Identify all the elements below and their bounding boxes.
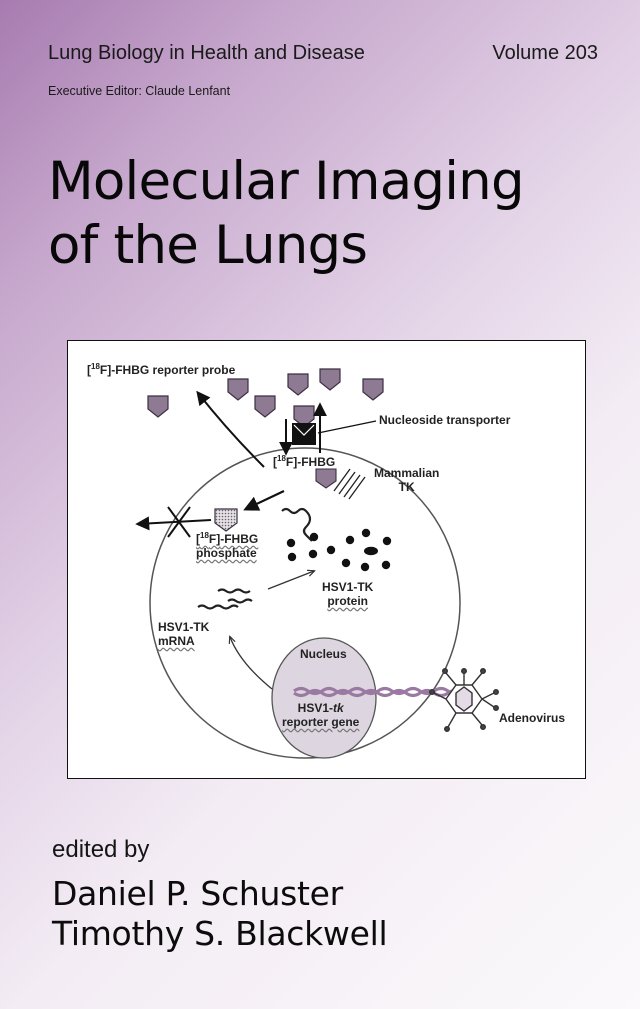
phosphate-label: [18F]-FHBG phosphate [196,531,258,561]
isotope-mass: 18 [200,531,209,540]
adenovirus-label: Adenovirus [499,711,566,725]
editor-name-1: Daniel P. Schuster [52,874,343,913]
mammalian-tk-line-1: Mammalian [374,466,440,480]
isotope-element: F] [99,363,112,377]
isotope-mass: 18 [277,454,286,463]
cell-membrane [149,447,461,759]
book-title-line-2: of the Lungs [48,214,368,276]
isotope-bracket: [ [87,363,91,377]
protein-line-1: HSV1-TK [322,580,374,594]
blocked-efflux-icon [167,506,191,538]
volume-number: Volume 203 [492,42,598,64]
editor-name-2: Timothy S. Blackwell [52,914,388,953]
isotope-mass: 18 [91,362,100,371]
isotope-bracket: [ [196,532,200,546]
reporter-gene-strand [293,686,476,699]
phosphate-line-2: phosphate [196,545,257,560]
book-title-line-1: Molecular Imaging [48,151,525,212]
isotope-element: F] [285,455,298,469]
mrna-label: HSV1-TK mRNA [158,620,210,649]
probe-icon [362,378,384,401]
probe-icon [147,395,169,418]
probe-icon [227,378,249,401]
edited-by: edited by [52,836,150,863]
mrna-line-2: mRNA [158,633,195,648]
book-title: Molecular Imaging of the Lungs [48,150,525,277]
fhbg-label: [18F]-FHBG [273,454,335,470]
protein-line-2: protein [327,593,368,608]
probe-icon [315,468,337,489]
mrna-line-1: HSV1-TK [158,620,210,634]
fhbg-label-text: -FHBG [297,455,336,469]
isotope-bracket: [ [273,455,277,469]
gene-line-1-prefix: HSV1- [297,701,334,715]
probe-label: [18F]-FHBG reporter probe [87,362,235,378]
probe-icon [287,373,309,396]
phosphate-icon [214,508,238,532]
gene-line-2: reporter gene [282,714,360,729]
probe-label-text: -FHBG reporter probe [111,363,236,377]
gene-label: HSV1-tk reporter gene [282,701,360,730]
nucleus-shape [271,637,377,759]
probe-icon [319,368,341,391]
isotope-element: F] [208,532,221,546]
mrna-squiggles [197,588,253,610]
executive-editor: Executive Editor: Claude Lenfant [48,84,231,98]
mammalian-tk-icon [333,468,366,500]
reporter-gene-diagram [135,368,500,759]
probe-icon [254,395,276,418]
phosphate-line-1: -FHBG [220,532,259,546]
nucleus-label: Nucleus [300,647,347,661]
mammalian-tk-label: Mammalian TK [374,466,440,495]
protein-label: HSV1-TK protein [322,580,374,609]
series-title: Lung Biology in Health and Disease [48,42,365,64]
transporter-label: Nucleoside transporter [379,413,511,427]
cover-figure: [18F]-FHBG reporter probe Nucleoside tra… [67,340,586,779]
protein-dots [286,528,392,572]
adenovirus-icon [429,668,500,733]
gene-line-1-italic: tk [333,701,344,715]
probe-molecules [147,368,384,428]
mammalian-tk-line-2: TK [398,479,415,494]
